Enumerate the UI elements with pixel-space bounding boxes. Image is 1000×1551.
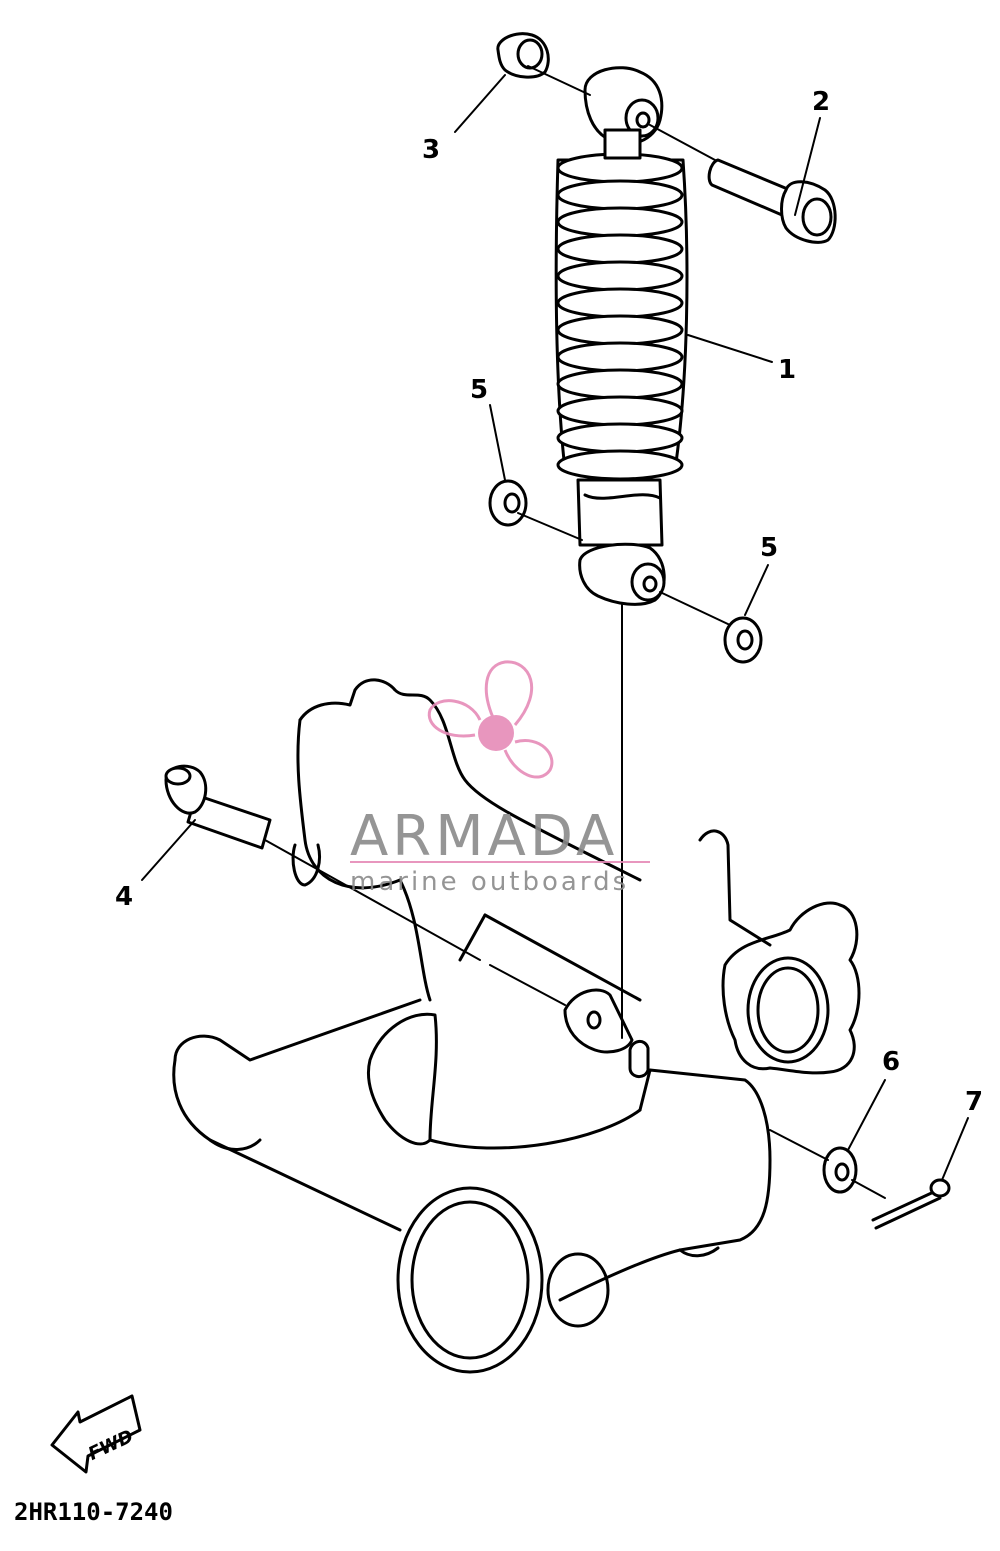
pivot-bolt[interactable] xyxy=(164,764,272,850)
callout-5a: 5 xyxy=(470,375,488,405)
callout-4: 4 xyxy=(115,882,133,912)
top-mount-bolt[interactable] xyxy=(707,158,837,244)
spring-coil xyxy=(556,260,684,292)
lower-washer[interactable] xyxy=(723,616,763,664)
spring-coil xyxy=(556,206,684,238)
cotter-pin[interactable] xyxy=(871,1178,951,1230)
leader-lines xyxy=(141,74,969,1181)
shock-rod xyxy=(603,128,642,160)
upper-washer[interactable] xyxy=(488,479,528,527)
callout-1: 1 xyxy=(778,355,796,385)
swingarm[interactable] xyxy=(172,678,861,1374)
alignment-lines xyxy=(264,65,886,1199)
shock-absorber[interactable] xyxy=(554,66,689,606)
fwd-arrow-icon: FWD xyxy=(50,1394,142,1474)
axle-washer[interactable] xyxy=(822,1146,858,1194)
spring-coil xyxy=(556,368,684,400)
watermark-subtitle: marine outboards xyxy=(350,867,629,897)
spring-coil xyxy=(556,395,684,427)
spring-coil xyxy=(556,449,684,481)
spring-coil xyxy=(556,179,684,211)
spring-coil xyxy=(556,341,684,373)
propeller-logo-icon xyxy=(427,660,554,779)
watermark: ARMADA marine outboards xyxy=(350,660,650,897)
callout-5b: 5 xyxy=(760,533,778,563)
spring-coil xyxy=(556,422,684,454)
callout-2: 2 xyxy=(812,87,830,117)
spring-coil xyxy=(556,314,684,346)
callout-7: 7 xyxy=(965,1087,983,1117)
spring-coil xyxy=(556,233,684,265)
drawing-code: 2HR110-7240 xyxy=(14,1498,173,1526)
spring-coil xyxy=(556,287,684,319)
watermark-title: ARMADA xyxy=(350,804,618,869)
callout-3: 3 xyxy=(422,135,440,165)
top-nut[interactable] xyxy=(496,32,550,79)
callout-6: 6 xyxy=(882,1047,900,1077)
